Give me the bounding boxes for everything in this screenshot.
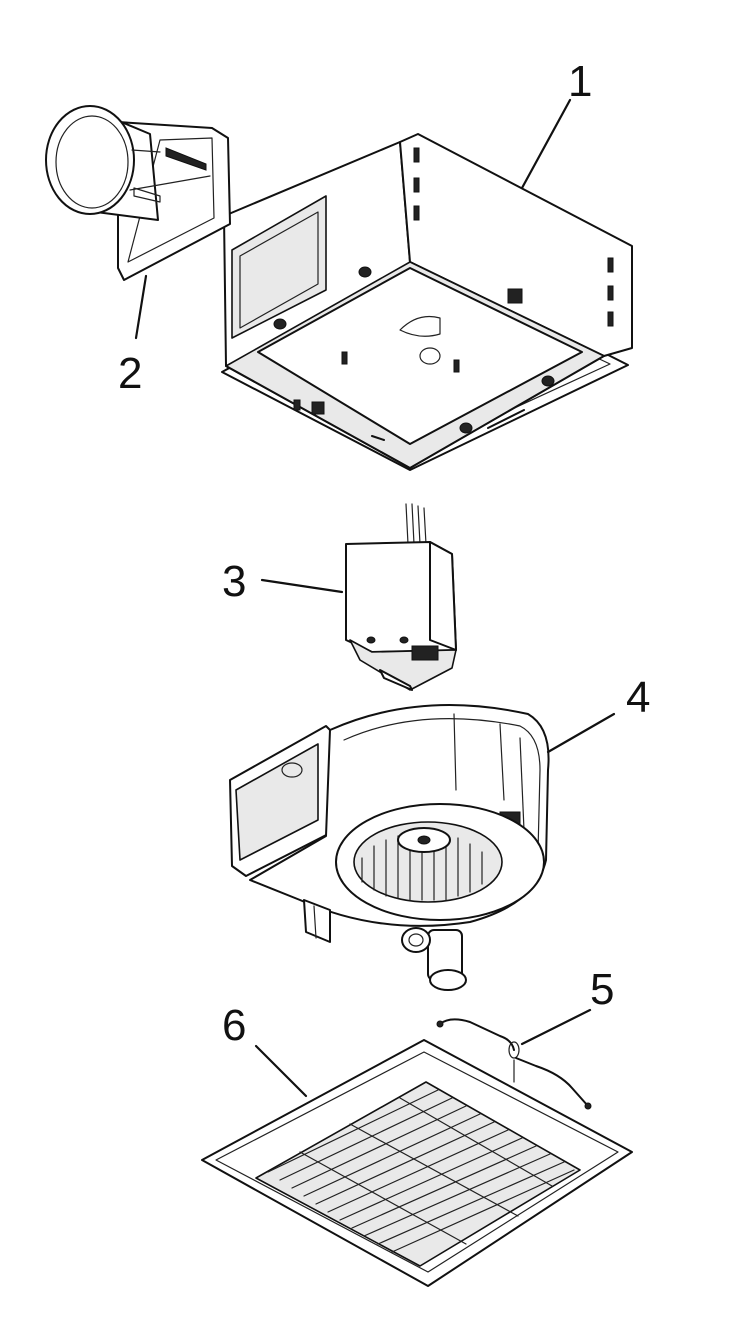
callout-6: 6 — [222, 1001, 246, 1050]
leader-line-5 — [520, 1008, 592, 1046]
grille-springs-part — [436, 1018, 592, 1110]
callout-2: 2 — [118, 349, 142, 398]
grille-part — [201, 1039, 633, 1287]
leader-line-1 — [520, 98, 572, 190]
duct-connector-part — [45, 105, 231, 281]
callout-3: 3 — [222, 557, 246, 606]
motor-plate-part — [345, 503, 457, 691]
callout-1: 1 — [568, 57, 592, 106]
leader-line-6 — [254, 1044, 308, 1098]
leader-line-4 — [546, 712, 616, 754]
callout-5: 5 — [590, 965, 614, 1014]
housing-part — [221, 133, 633, 471]
blower-assembly-part — [229, 704, 550, 991]
leader-line-2 — [134, 274, 148, 340]
callout-4: 4 — [626, 673, 650, 722]
leader-line-3 — [260, 578, 344, 594]
